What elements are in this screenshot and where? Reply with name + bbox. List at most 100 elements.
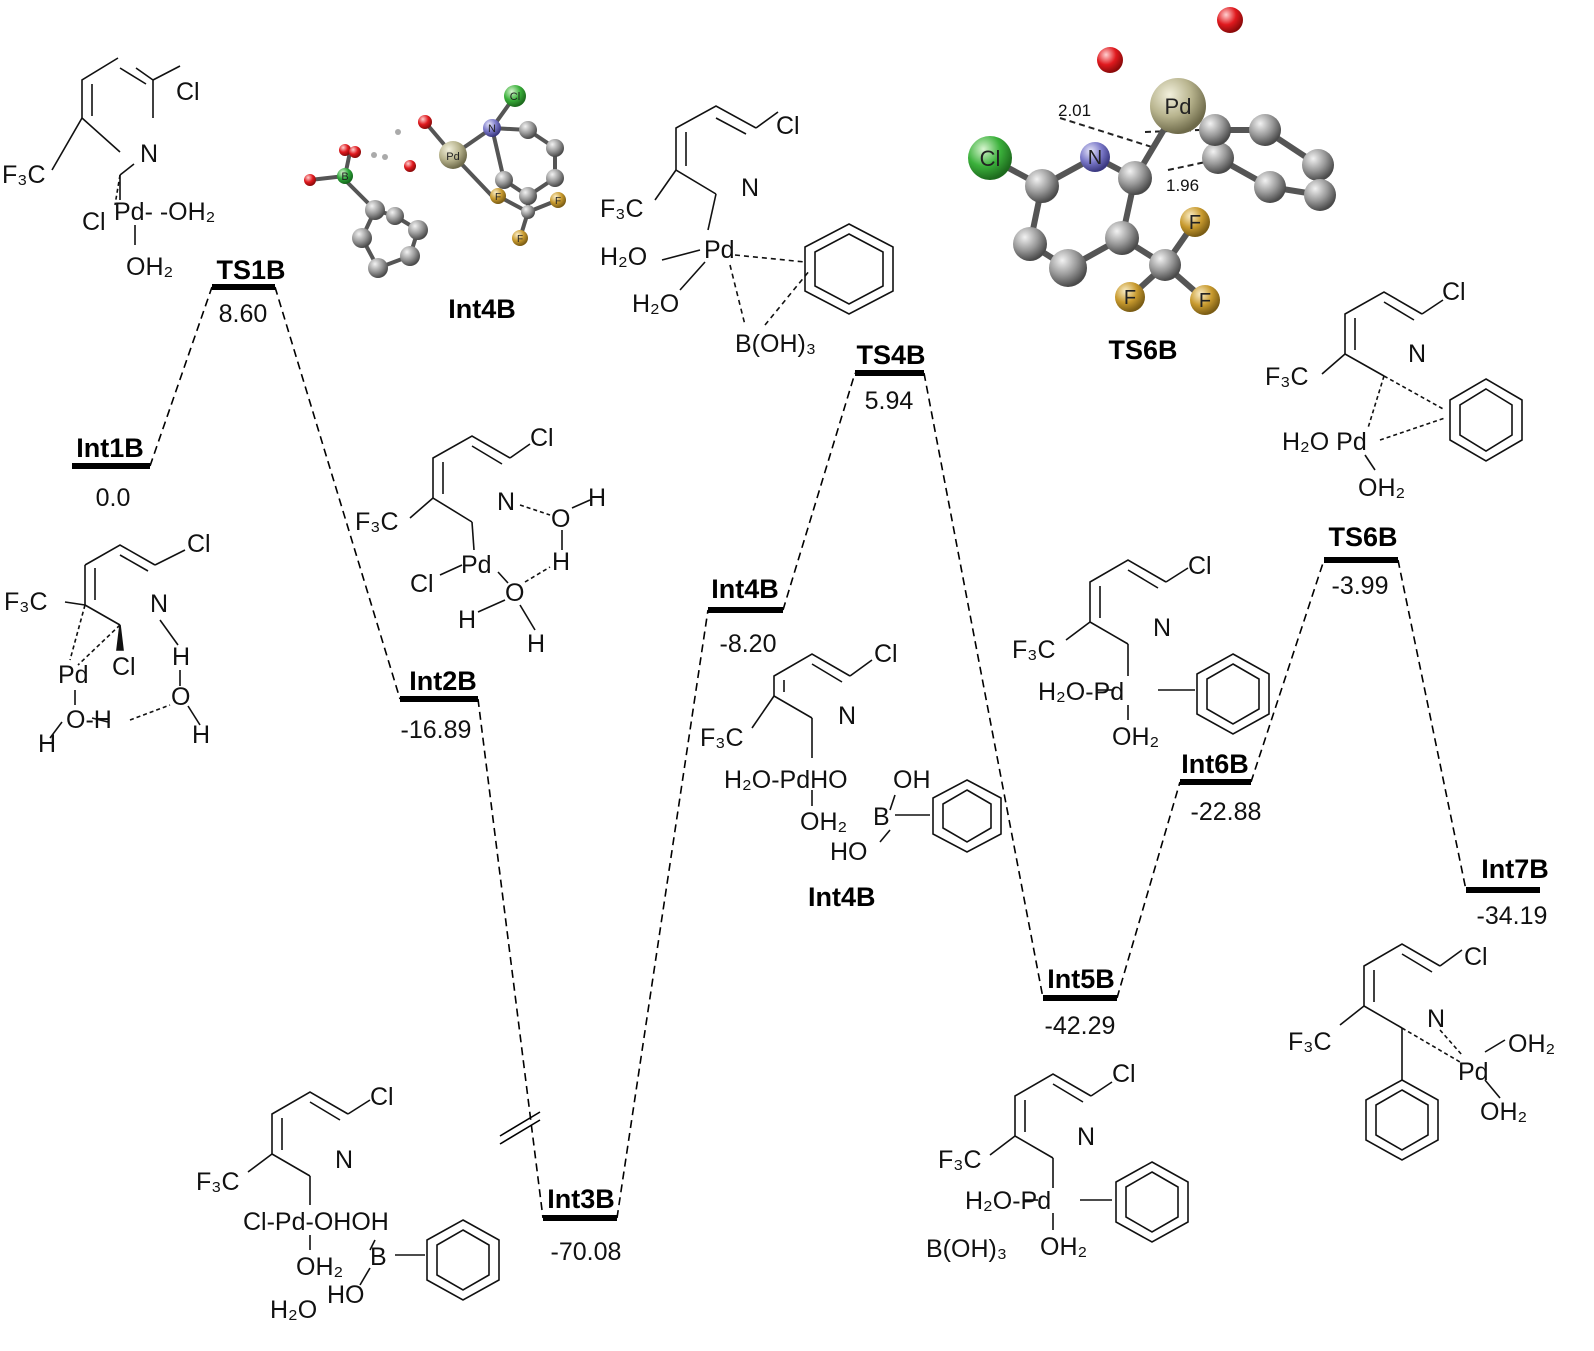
svg-text:H₂O-PdHO: H₂O-PdHO [724,766,848,794]
svg-text:Cl: Cl [980,146,1001,171]
level-value-int5b: -42.29 [1045,1012,1116,1040]
svg-text:OH₂: OH₂ [800,808,847,836]
structure-int4b [751,653,1002,853]
axis-break-icon [499,1111,541,1145]
svg-text:O: O [505,579,524,607]
svg-text:F₃C: F₃C [4,588,48,616]
svg-text:N: N [1427,1005,1445,1033]
structure-labels: Cl N F₃C Pd- -OH₂ Cl OH₂ Cl N F₃C Pd H₂O… [2,78,1555,1324]
svg-text:OH: OH [893,766,931,794]
svg-text:HO: HO [830,838,868,866]
level-name-int5b: Int5B [1047,964,1115,994]
structure-int6b [1065,559,1270,735]
svg-text:Pd: Pd [446,151,459,163]
svg-text:B: B [341,171,348,183]
svg-text:F: F [1189,212,1201,234]
svg-text:F₃C: F₃C [355,508,399,536]
svg-text:Cl: Cl [112,653,136,681]
svg-text:H: H [527,630,545,658]
svg-text:H: H [588,484,606,512]
svg-text:N: N [741,174,759,202]
level-value-int7b: -34.19 [1477,902,1548,930]
svg-text:O-H: O-H [66,706,112,734]
svg-text:HO: HO [327,1281,365,1309]
svg-text:Pd: Pd [58,661,89,689]
svg-text:B(OH)₃: B(OH)₃ [926,1235,1007,1263]
svg-text:Cl: Cl [1464,943,1488,971]
level-name-ts6b: TS6B [1328,522,1397,552]
structure-ts1b [51,57,181,245]
svg-text:N: N [488,123,496,135]
svg-text:H: H [192,721,210,749]
svg-text:H: H [552,548,570,576]
svg-text:F: F [1124,287,1136,309]
level-value-ts1b: 8.60 [219,300,268,328]
level-value-ts6b: -3.99 [1332,572,1389,600]
svg-text:H: H [172,643,190,671]
svg-text:Pd: Pd [1165,94,1192,119]
svg-text:H₂O: H₂O [270,1296,317,1324]
svg-text:Cl: Cl [776,112,800,140]
svg-text:Pd: Pd [461,551,492,579]
level-value-int1b: 0.0 [96,484,131,512]
level-name-ts4b: TS4B [856,340,925,370]
svg-text:F₃C: F₃C [2,161,46,189]
svg-text:H: H [458,606,476,634]
svg-text:F₃C: F₃C [600,195,644,223]
svg-text:F: F [1199,290,1211,312]
svg-text:N: N [140,140,158,168]
svg-text:Cl: Cl [530,424,554,452]
svg-text:H₂O Pd: H₂O Pd [1282,428,1367,456]
svg-text:F: F [517,234,523,245]
svg-text:Cl: Cl [176,78,200,106]
svg-text:N: N [1077,1123,1095,1151]
level-value-ts4b: 5.94 [865,387,914,415]
svg-text:F₃C: F₃C [700,724,744,752]
model-3d-int4b: Pd Cl N B F F F Int4B [304,85,566,324]
level-name-int6b: Int6B [1181,749,1249,779]
svg-text:F: F [555,196,561,207]
svg-text:F₃C: F₃C [938,1146,982,1174]
level-value-int6b: -22.88 [1191,798,1262,826]
svg-text:Cl: Cl [874,640,898,668]
level-name-int4b: Int4B [711,574,779,604]
level-value-int3b: -70.08 [551,1238,622,1266]
svg-text:OH₂: OH₂ [126,253,173,281]
distance-label-1: 2.01 [1058,101,1091,120]
svg-text:B(OH)₃: B(OH)₃ [735,330,816,358]
svg-text:Cl: Cl [510,91,520,103]
svg-text:Pd: Pd [704,236,735,264]
svg-text:Cl-Pd-OHOH: Cl-Pd-OHOH [243,1208,389,1236]
svg-text:OH₂: OH₂ [1358,474,1405,502]
svg-text:Pd: Pd [1458,1058,1489,1086]
structure-int3b [247,1091,500,1301]
structure-int7b [1339,943,1506,1161]
svg-text:OH₂: OH₂ [296,1253,343,1281]
connectors [149,286,1467,1219]
svg-text:Cl: Cl [410,570,434,598]
svg-text:F₃C: F₃C [196,1168,240,1196]
svg-text:Cl: Cl [1188,552,1212,580]
svg-text:Cl: Cl [370,1083,394,1111]
svg-text:Pd- -OH₂: Pd- -OH₂ [114,198,215,226]
svg-text:F₃C: F₃C [1288,1028,1332,1056]
level-name-int1b: Int1B [76,433,144,463]
svg-text:OH₂: OH₂ [1508,1030,1555,1058]
svg-text:N: N [150,590,168,618]
level-name-int3b: Int3B [547,1184,615,1214]
svg-text:Cl: Cl [1442,278,1466,306]
level-value-int2b: -16.89 [401,716,472,744]
svg-text:F₃C: F₃C [1265,363,1309,391]
svg-text:Cl: Cl [1112,1060,1136,1088]
level-labels: Int1B 0.0 TS1B 8.60 Int2B -16.89 Int3B -… [76,255,1549,1266]
svg-text:OH₂: OH₂ [1040,1233,1087,1261]
svg-text:N: N [335,1146,353,1174]
distance-label-2: 1.96 [1166,176,1199,195]
svg-text:H₂O: H₂O [600,243,647,271]
caption-int4b-3d: Int4B [448,294,516,324]
svg-text:Cl: Cl [187,530,211,558]
svg-text:B: B [873,803,890,831]
model-3d-ts6b: Pd Cl N F F F 2.01 1.96 TS6B [968,7,1336,365]
svg-text:H₂O-Pd: H₂O-Pd [965,1187,1051,1215]
level-name-int7b: Int7B [1481,854,1549,884]
